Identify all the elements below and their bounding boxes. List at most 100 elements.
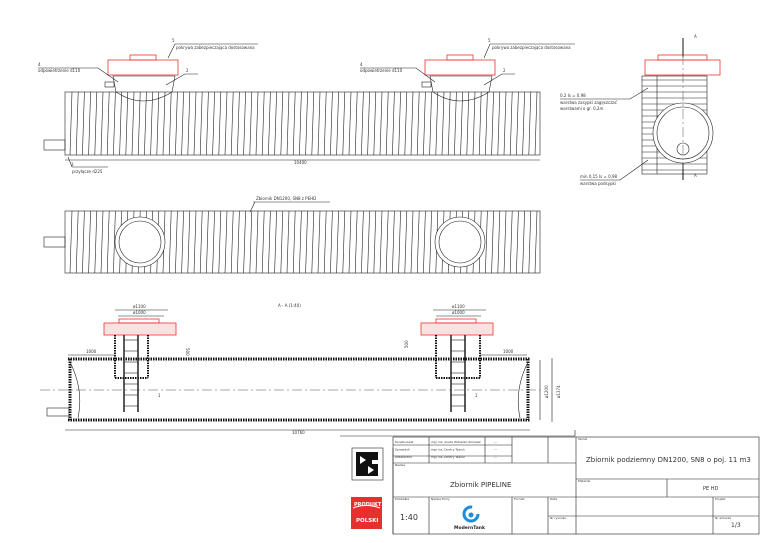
corrugation-rib — [100, 91, 104, 156]
corrugation-rib — [175, 210, 178, 274]
name-label: Nazwa — [395, 463, 405, 467]
dim-offset: 1000 — [86, 349, 97, 354]
corrugation-rib — [522, 210, 525, 274]
corrugation-rib — [323, 210, 327, 274]
corrugation-rib — [441, 91, 445, 156]
corrugation-rib — [305, 91, 308, 156]
sheet-number: 1/3 — [731, 522, 741, 529]
corrugation-rib — [261, 210, 265, 274]
label-inlet-text: przyłącze d225 — [72, 169, 103, 174]
corrugation-rib — [373, 210, 377, 274]
corrugation-rib — [144, 91, 147, 156]
corrugation-rib — [503, 210, 507, 274]
corrugation-rib — [268, 91, 271, 156]
title-row-sign: --- — [494, 440, 497, 444]
label-inlet-no: 3 — [71, 162, 74, 167]
dim-h500-2: 500 — [404, 340, 409, 348]
corrugation-rib — [199, 210, 203, 274]
corrugation-rib — [385, 210, 389, 274]
corrugation-rib — [230, 91, 234, 156]
corrugation-rib — [317, 91, 321, 156]
badge-line2: POLSKI — [356, 518, 378, 524]
corrugation-rib — [255, 210, 259, 274]
corrugation-rib — [410, 210, 414, 274]
corrugation-rib — [435, 91, 439, 156]
ladder-no-2: 1 — [475, 393, 478, 398]
corrugation-rib — [193, 91, 197, 156]
corrugation-rib — [299, 210, 302, 274]
bedding: min 0,15 Is = 0,98 — [580, 174, 618, 179]
dim-length: 10400 — [294, 160, 307, 165]
corrugation-rib — [69, 91, 73, 156]
corrugation-rib — [292, 210, 296, 274]
corrugation-rib — [404, 91, 408, 156]
corrugation-rib — [373, 91, 377, 156]
corrugation-rib — [119, 91, 122, 156]
corrugation-rib — [255, 91, 259, 156]
corrugation-rib — [392, 91, 395, 156]
corrugation-rib — [224, 91, 228, 156]
corrugation-rib — [330, 210, 333, 274]
corrugation-rib — [181, 91, 184, 156]
corrugation-rib — [416, 91, 420, 156]
corrugation-rib — [230, 210, 234, 274]
dim-d1100-2: ø1100 — [452, 304, 465, 309]
corrugation-rib — [274, 210, 277, 274]
corrugation-rib — [478, 91, 482, 156]
corrugation-rib — [342, 91, 346, 156]
corrugation-rib — [305, 210, 308, 274]
moderntank-logo: ModernTank — [454, 505, 486, 531]
corrugation-rib — [342, 210, 346, 274]
title-row-name: mgr inż. Aneta Witoszko-Śmiszek — [431, 439, 481, 444]
corrugation-rib — [379, 91, 383, 156]
corrugation-rib — [187, 91, 191, 156]
corrugation-rib — [237, 210, 240, 274]
date-label: Data — [550, 497, 557, 501]
corrugation-rib — [392, 210, 395, 274]
corrugation-rib — [367, 91, 370, 156]
corrugation-rib — [212, 210, 215, 274]
corrugation-rib — [88, 210, 91, 274]
backfill-top-2: warstwa zasypki zagęszczać — [560, 100, 617, 105]
company-emblem — [351, 447, 384, 481]
title-row-sign: --- — [494, 448, 497, 452]
corrugation-rib — [361, 91, 364, 156]
manhole-right — [421, 54, 496, 102]
backfill-top-3: warstwami o gr. 0,2m — [560, 106, 603, 111]
corrugation-rib — [423, 91, 426, 156]
dim-d1000-2: ø1000 — [452, 310, 465, 315]
corrugation-rib — [336, 91, 339, 156]
dim-d1374: ø1374 — [556, 385, 561, 398]
corrugation-rib — [75, 91, 79, 156]
dim-h500: 500 — [185, 348, 190, 356]
corrugation-rib — [367, 210, 370, 274]
corrugation-rib — [75, 210, 79, 274]
title-row-name: mgr inż. Dmitry Tsaruk — [431, 448, 465, 452]
produkt-polski-badge: PRODUKT POLSKI — [351, 497, 382, 529]
label-vent-text: odpowietrzenie d110 — [38, 68, 81, 73]
company-label: Nazwa firmy — [431, 497, 450, 501]
corrugation-rib — [534, 210, 538, 274]
corrugation-rib — [497, 210, 501, 274]
corrugation-rib — [361, 210, 364, 274]
corrugation-rib — [416, 210, 420, 274]
corrugation-rib — [385, 91, 389, 156]
dim-d1100: ø1100 — [133, 304, 146, 309]
title-label: Temat — [577, 437, 588, 441]
corrugation-rib — [466, 91, 470, 156]
label-riser-no-2: 2 — [503, 68, 506, 73]
corrugation-rib — [94, 210, 98, 274]
corrugation-rib — [311, 210, 315, 274]
corrugation-rib — [460, 91, 463, 156]
section-mark-bottom: A — [694, 173, 697, 178]
corrugation-rib — [286, 91, 290, 156]
corrugation-rib — [280, 91, 284, 156]
corrugation-rib — [292, 91, 296, 156]
corrugation-rib — [317, 210, 321, 274]
section-mark-top: A — [694, 34, 697, 39]
corrugation-rib — [150, 91, 153, 156]
corrugation-rib — [354, 91, 358, 156]
badge-line1: PRODUKT — [354, 502, 382, 508]
label-riser-no: 2 — [186, 68, 189, 73]
